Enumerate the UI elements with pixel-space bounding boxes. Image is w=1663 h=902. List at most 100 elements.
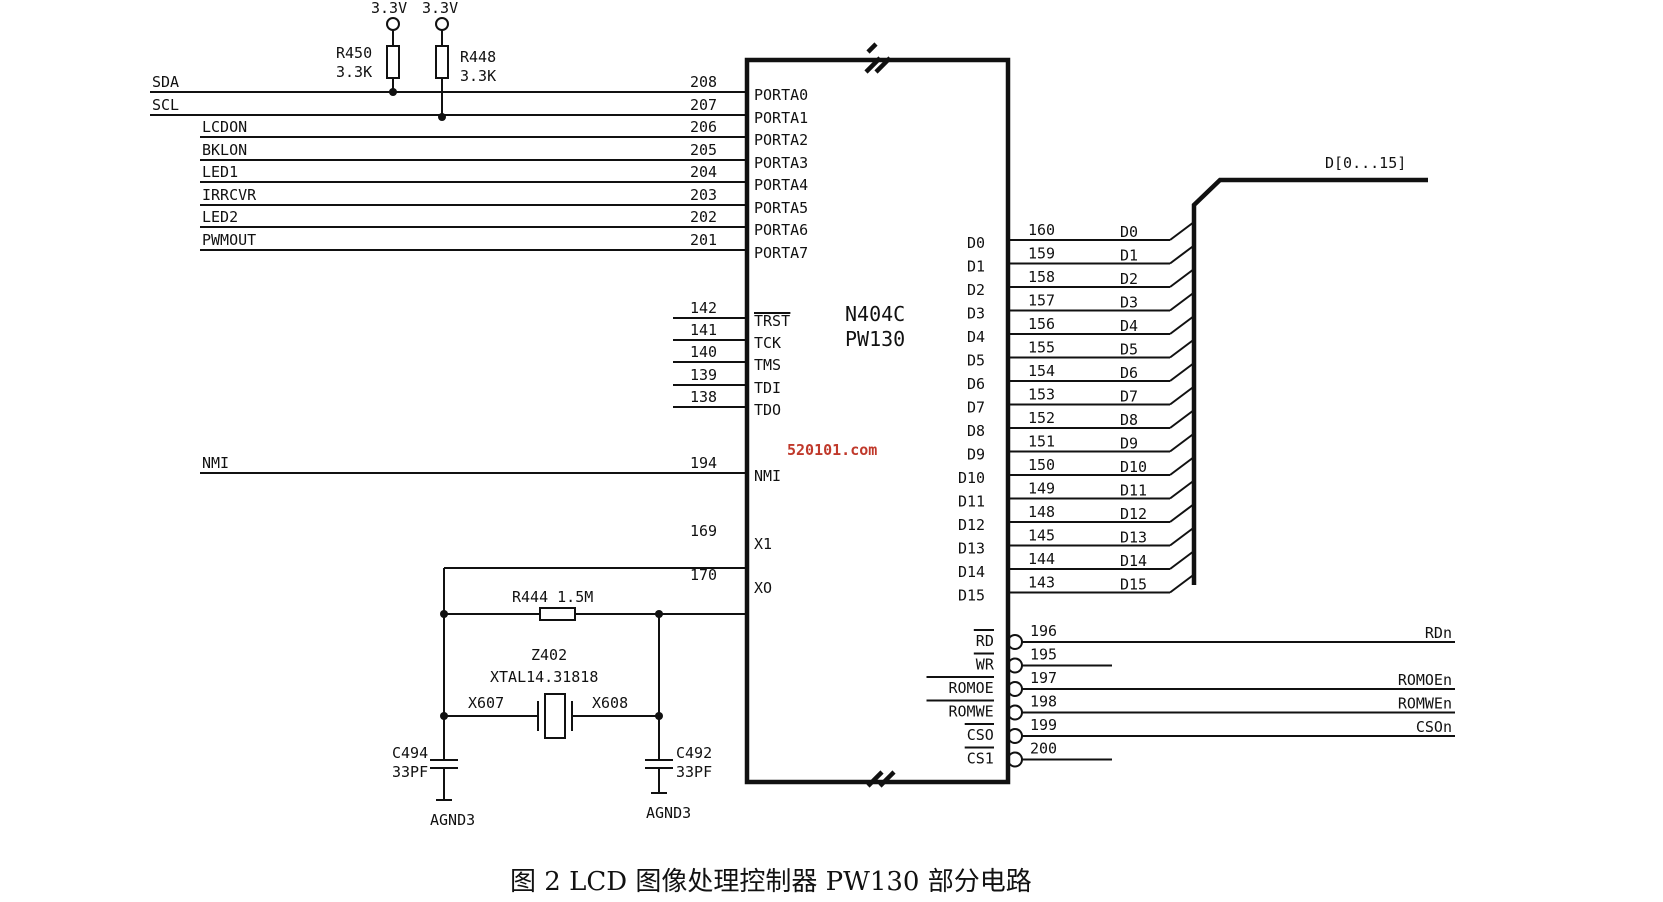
pin-number: 138 — [690, 388, 717, 406]
chip-name-line1: N404C — [845, 302, 905, 326]
pin-number: 145 — [1028, 527, 1055, 545]
crystal-network: R444 1.5M Z402 XTAL14.31818 X607 X608 C4… — [392, 567, 747, 829]
net-label: IRRCVR — [202, 186, 257, 204]
pin-name: D14 — [958, 563, 985, 581]
net-label: PWMOUT — [202, 231, 256, 249]
c492-value: 33PF — [676, 763, 712, 781]
pin-name: TRST — [754, 312, 790, 330]
r444-label: R444 1.5M — [512, 588, 593, 606]
net-x607: X607 — [468, 694, 504, 712]
watermark: 520101.com — [787, 441, 877, 459]
net-label: D7 — [1120, 388, 1138, 406]
net-label: LED1 — [202, 163, 238, 181]
supply-label-1: 3.3V — [371, 0, 407, 17]
pin-number: 157 — [1028, 292, 1055, 310]
net-label: LCDON — [202, 118, 247, 136]
pin-name: CSO — [967, 726, 994, 744]
net-label: ROMOEn — [1398, 671, 1452, 689]
pin-name: RD — [976, 632, 994, 650]
pin-name: D13 — [958, 540, 985, 558]
pin-number: 160 — [1028, 221, 1055, 239]
net-label: RDn — [1425, 624, 1452, 642]
pin-name: PORTA6 — [754, 221, 808, 239]
ground-label-2: AGND3 — [646, 804, 691, 822]
resistor-r448 — [435, 45, 449, 79]
pin-name: D7 — [967, 399, 985, 417]
crystal-value: XTAL14.31818 — [490, 668, 598, 686]
pin-name: TDO — [754, 401, 781, 419]
net-label: D8 — [1120, 411, 1138, 429]
pin-name: D0 — [967, 234, 985, 252]
net-label: D9 — [1120, 435, 1138, 453]
net-label: D4 — [1120, 317, 1138, 335]
pin-name: TMS — [754, 356, 781, 374]
pin-number: 198 — [1030, 693, 1057, 711]
r450-name: R450 — [336, 44, 372, 62]
pin-number: 156 — [1028, 315, 1055, 333]
pin-number: 151 — [1028, 433, 1055, 451]
net-label: D13 — [1120, 529, 1147, 547]
net-label: D10 — [1120, 458, 1147, 476]
pin-name: ROMWE — [949, 703, 994, 721]
break-mark-bottom — [866, 770, 896, 788]
pin-name: PORTA5 — [754, 199, 808, 217]
pin-name: D11 — [958, 493, 985, 511]
junction-dot — [389, 88, 397, 96]
pin-name: PORTA0 — [754, 86, 808, 104]
pin-number: 204 — [690, 163, 717, 181]
net-label: CSOn — [1416, 718, 1452, 736]
pin-number: 149 — [1028, 480, 1055, 498]
pin-number: 150 — [1028, 456, 1055, 474]
pin-number: 158 — [1028, 268, 1055, 286]
pin-name: XO — [754, 579, 772, 597]
pin-name: D3 — [967, 305, 985, 323]
pin-name: D8 — [967, 422, 985, 440]
net-label: D1 — [1120, 247, 1138, 265]
pin-name: WR — [976, 656, 995, 674]
pin-number: 142 — [690, 299, 717, 317]
net-label: D12 — [1120, 505, 1147, 523]
resistor-r444 — [539, 607, 576, 621]
r450-value: 3.3K — [336, 63, 372, 81]
pin-number: 152 — [1028, 409, 1055, 427]
crystal-z402 — [544, 693, 566, 739]
pin-number: 144 — [1028, 550, 1055, 568]
pin-number: 197 — [1030, 669, 1057, 687]
c492-name: C492 — [676, 744, 712, 762]
pin-name: D6 — [967, 375, 985, 393]
figure-caption: 图 2 LCD 图像处理控制器 PW130 部分电路 — [510, 867, 1032, 897]
pin-number: 205 — [690, 141, 717, 159]
net-label: LED2 — [202, 208, 238, 226]
pin-number: 148 — [1028, 503, 1055, 521]
pin-number: 194 — [690, 454, 717, 472]
r448-name: R448 — [460, 48, 496, 66]
pin-name: D9 — [967, 446, 985, 464]
junction-dot — [438, 113, 446, 121]
net-label: NMI — [202, 454, 229, 472]
net-label: ROMWEn — [1398, 695, 1452, 713]
pin-name: PORTA1 — [754, 109, 808, 127]
pin-number: 207 — [690, 96, 717, 114]
pin-name: D4 — [967, 328, 985, 346]
pin-number: 141 — [690, 321, 717, 339]
